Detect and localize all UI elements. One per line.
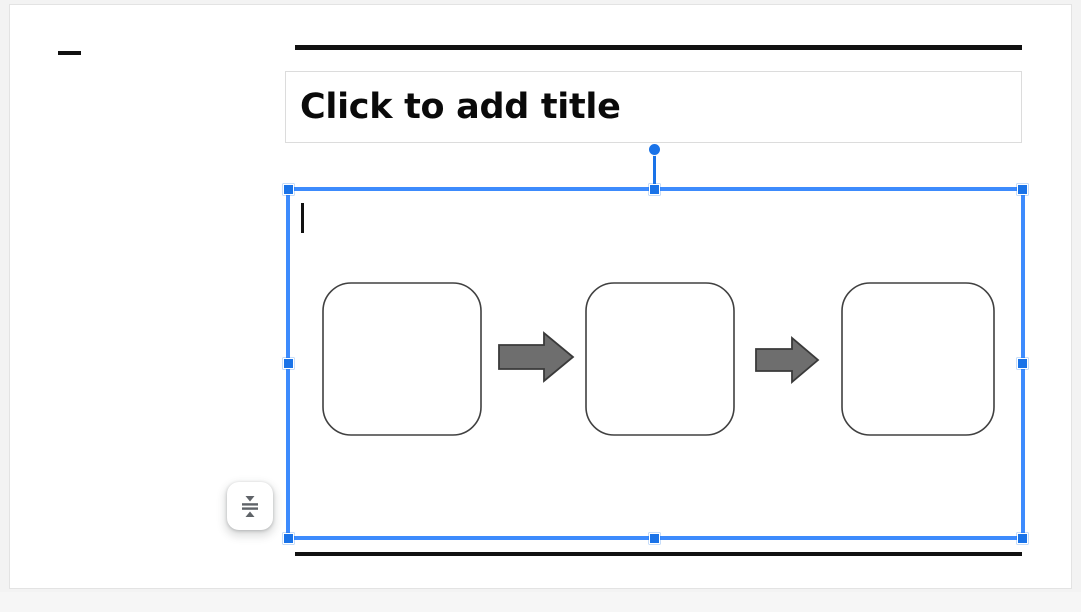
resize-handle-bottom-left[interactable] bbox=[283, 533, 294, 544]
body-placeholder[interactable] bbox=[286, 187, 1025, 539]
rotation-handle[interactable] bbox=[648, 143, 661, 156]
title-placeholder[interactable]: Click to add title bbox=[285, 71, 1022, 143]
resize-handle-top-left[interactable] bbox=[283, 184, 294, 195]
resize-handle-middle-left[interactable] bbox=[283, 358, 294, 369]
slide-marker-dash bbox=[58, 51, 81, 55]
rotation-handle-stem bbox=[653, 152, 656, 186]
resize-handle-bottom-center[interactable] bbox=[649, 533, 660, 544]
line-spacing-icon bbox=[242, 496, 258, 517]
resize-handle-bottom-right[interactable] bbox=[1017, 533, 1028, 544]
body-decorative-rule bbox=[295, 552, 1022, 556]
bottom-status-strip bbox=[0, 592, 1081, 612]
resize-handle-top-right[interactable] bbox=[1017, 184, 1028, 195]
resize-handle-middle-right[interactable] bbox=[1017, 358, 1028, 369]
title-decorative-rule bbox=[295, 45, 1022, 50]
title-placeholder-text: Click to add title bbox=[300, 87, 621, 127]
line-spacing-button[interactable] bbox=[227, 482, 273, 530]
text-caret bbox=[301, 203, 304, 233]
resize-handle-top-center[interactable] bbox=[649, 184, 660, 195]
